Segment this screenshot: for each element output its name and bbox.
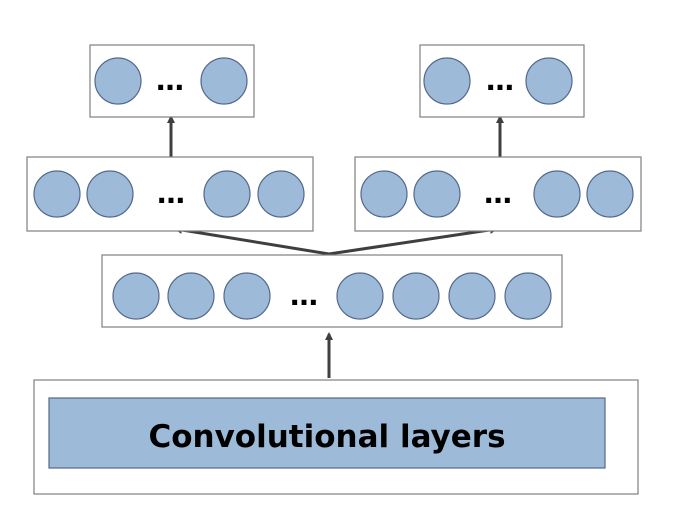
ellipsis: …	[156, 64, 184, 97]
neuron	[336, 272, 384, 320]
neuron	[448, 272, 496, 320]
layer-branch-left-hidden: …	[26, 156, 314, 232]
arrow-shared-to-right	[328, 225, 498, 256]
ellipsis: …	[290, 279, 318, 312]
neuron	[392, 272, 440, 320]
neuron	[360, 170, 408, 218]
neuron	[423, 57, 471, 105]
neuron	[200, 57, 248, 105]
layer-branch-right-output: …	[419, 44, 585, 118]
arrow-shared-to-left	[174, 226, 330, 256]
conv-inner-bar	[48, 397, 606, 469]
neuron	[533, 170, 581, 218]
neuron	[112, 272, 160, 320]
neuron	[94, 57, 142, 105]
neuron	[167, 272, 215, 320]
neuron	[203, 170, 251, 218]
ellipsis: …	[484, 177, 512, 210]
layer-branch-left-output: …	[89, 44, 255, 118]
ellipsis: …	[157, 177, 185, 210]
neuron	[86, 170, 134, 218]
ellipsis: …	[486, 64, 514, 97]
neuron	[223, 272, 271, 320]
conv-block: Convolutional layers	[33, 379, 639, 495]
neuron	[257, 170, 305, 218]
arrows	[167, 115, 504, 378]
conv-label: Convolutional layers	[148, 419, 505, 455]
layer-shared: …	[101, 254, 563, 328]
neuron	[33, 170, 81, 218]
layer-branch-right-hidden: …	[354, 156, 642, 232]
neuron	[504, 272, 552, 320]
neuron	[413, 170, 461, 218]
neuron	[525, 57, 573, 105]
neuron	[586, 170, 634, 218]
